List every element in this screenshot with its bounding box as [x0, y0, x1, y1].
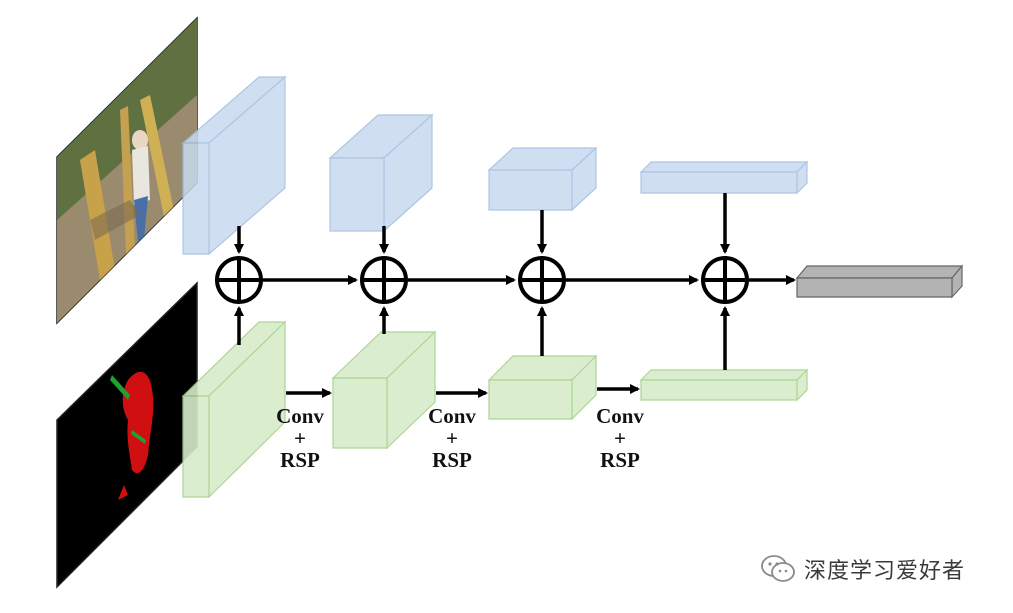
op-label-line2: +: [446, 426, 458, 450]
depth-feature-block-2: [331, 330, 437, 450]
conv-rsp-label-1: Conv + RSP: [260, 405, 340, 471]
depth-feature-block-4: [639, 368, 809, 402]
fusion-node-1: [215, 256, 263, 304]
conv-rsp-label-3: Conv + RSP: [580, 405, 660, 471]
rgb-feature-block-4: [639, 160, 809, 195]
output-feature-block: [795, 264, 964, 299]
op-label-line3: RSP: [432, 448, 472, 472]
depth-feature-block-1: [181, 320, 287, 499]
watermark-text: 深度学习爱好者: [804, 559, 966, 584]
vertical-connections: [234, 193, 730, 370]
watermark: 深度学习爱好者: [760, 552, 965, 586]
depth-input-image: [56, 281, 198, 589]
rgb-feature-block-1: [181, 75, 287, 256]
op-label-line1: Conv: [276, 404, 324, 428]
rgb-feature-block-2: [328, 113, 434, 233]
op-label-line3: RSP: [280, 448, 320, 472]
fusion-node-4: [701, 256, 749, 304]
fusion-node-2: [360, 256, 408, 304]
op-label-line1: Conv: [596, 404, 644, 428]
op-label-line2: +: [294, 426, 306, 450]
fusion-node-3: [518, 256, 566, 304]
wechat-icon: [761, 555, 795, 582]
op-label-line1: Conv: [428, 404, 476, 428]
op-label-line3: RSP: [600, 448, 640, 472]
conv-rsp-label-2: Conv + RSP: [412, 405, 492, 471]
rgb-feature-block-3: [487, 146, 598, 212]
op-label-line2: +: [614, 426, 626, 450]
rgb-input-image: [56, 16, 198, 325]
depth-branch-arrows: [286, 384, 640, 398]
depth-feature-block-3: [487, 354, 598, 421]
